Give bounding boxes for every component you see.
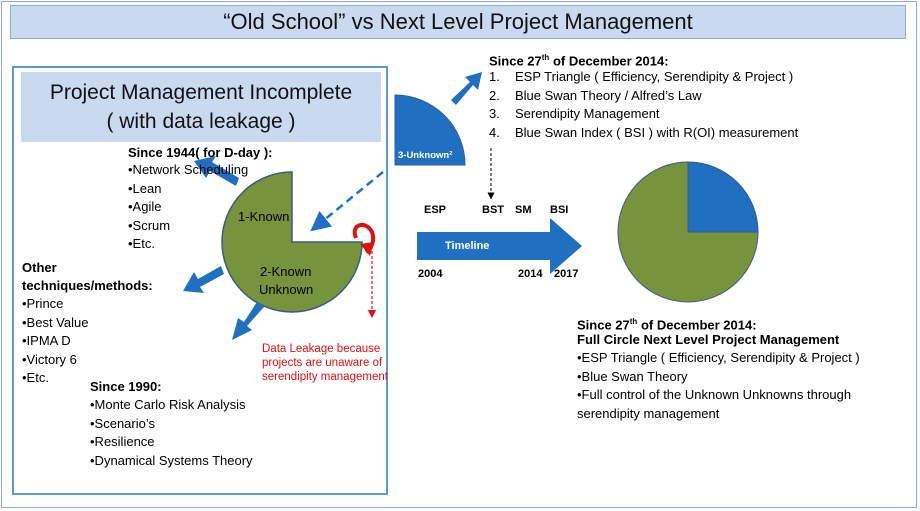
top-right-item-num: 4. bbox=[489, 124, 500, 140]
left-pie-green bbox=[221, 171, 363, 313]
other-item: •Prince bbox=[22, 296, 64, 311]
bottom-right-heading-pre: Since 27 bbox=[577, 317, 630, 333]
bottom-right-subheading: Full Circle Next Level Project Managemen… bbox=[577, 332, 840, 347]
arrow-to-other-techniques bbox=[183, 266, 224, 293]
since1990-list: •Monte Carlo Risk Analysis •Scenario’s •… bbox=[90, 396, 253, 470]
top-right-item-text: Blue Swan Index ( BSI ) with R(OI) measu… bbox=[515, 124, 799, 140]
other-item: •IPMA D bbox=[22, 333, 71, 348]
bottom-right-heading-post: of December 2014: bbox=[637, 317, 757, 333]
arrow-to-since1990 bbox=[232, 302, 264, 340]
slide-title: “Old School” vs Next Level Project Manag… bbox=[10, 5, 906, 39]
top-right-heading-post: of December 2014: bbox=[549, 53, 669, 69]
other-item: •Best Value bbox=[22, 314, 89, 330]
since1990-heading: Since 1990: bbox=[90, 379, 162, 394]
pm-heading-line1: Project Management Incomplete bbox=[49, 81, 353, 104]
arrow-to-top-right bbox=[451, 72, 482, 105]
leakage-curve-arrowhead bbox=[360, 242, 374, 256]
dashed-arrow-quarter-to-pie bbox=[310, 171, 384, 232]
since1944-heading: Since 1944( for D-day ): bbox=[128, 145, 273, 160]
bottom-right-heading: Since 27th of December 2014: bbox=[577, 313, 757, 335]
top-right-item: 1. ESP Triangle ( Efficiency, Serendipity… bbox=[489, 68, 798, 87]
top-right-item: 2. Blue Swan Theory / Alfred’s Law bbox=[489, 87, 798, 106]
pie-label-known: 1-Known bbox=[238, 209, 290, 224]
since1944-item: •Lean bbox=[128, 180, 162, 196]
left-panel bbox=[12, 66, 388, 495]
top-right-item-num: 3. bbox=[489, 106, 500, 121]
timeline-label: Timeline bbox=[445, 240, 490, 252]
timeline-top-label-bst: BST bbox=[482, 204, 504, 216]
quarter-unknown-shape bbox=[394, 94, 466, 166]
top-right-heading-pre: Since 27 bbox=[489, 53, 542, 69]
top-right-item-text: Serendipity Management bbox=[515, 106, 660, 121]
pie-label-known-unknown-2: Unknown bbox=[259, 282, 314, 297]
pie-label-known-unknown-1: 2-Known bbox=[260, 264, 312, 279]
since1944-item: •Etc. bbox=[128, 236, 155, 251]
leakage-text: Data Leakage because projects are unawar… bbox=[262, 342, 388, 384]
arrow-to-since1944 bbox=[194, 156, 239, 186]
top-right-item-num: 2. bbox=[489, 87, 500, 103]
since1990-item: •Resilience bbox=[90, 434, 155, 449]
timeline-top-label-bsi: BSI bbox=[550, 204, 569, 216]
since1944-list: •Network Scheduling •Lean •Agile •Scrum … bbox=[128, 161, 248, 254]
since1990-item: •Monte Carlo Risk Analysis bbox=[90, 397, 246, 412]
top-right-list: 1. ESP Triangle ( Efficiency, Serendipity… bbox=[489, 68, 798, 142]
top-right-heading-sup: th bbox=[541, 53, 550, 62]
timeline-arrow bbox=[417, 218, 582, 274]
top-right-heading: Since 27th of December 2014: bbox=[489, 49, 669, 71]
pm-heading-line2: ( with data leakage ) bbox=[106, 110, 296, 133]
bottom-right-item: •ESP Triangle ( Efficiency, Serendipity … bbox=[577, 350, 860, 365]
quarter-label: 3-Unknown² bbox=[398, 150, 453, 161]
right-pie-blue bbox=[687, 161, 759, 233]
timeline-top-label-sm: SM bbox=[515, 204, 532, 216]
top-right-item-num: 1. bbox=[489, 69, 500, 84]
timeline-year-2004: 2004 bbox=[418, 268, 443, 280]
timeline-year-2017: 2017 bbox=[554, 268, 579, 280]
since1990-item: •Scenario’s bbox=[90, 415, 156, 431]
pm-incomplete-box: Project Management Incomplete ( with dat… bbox=[21, 72, 381, 142]
since1990-item: •Dynamical Systems Theory bbox=[90, 452, 253, 468]
since1944-item: •Scrum bbox=[128, 217, 171, 233]
other-list: •Prince •Best Value •IPMA D •Victory 6 •… bbox=[22, 295, 88, 388]
bottom-right-item: serendipity management bbox=[577, 405, 720, 421]
bottom-right-list: •ESP Triangle ( Efficiency, Serendipity … bbox=[577, 349, 860, 423]
timeline-year-2014: 2014 bbox=[518, 268, 543, 280]
leakage-line: projects are unaware of bbox=[262, 357, 383, 369]
since1944-item: •Network Scheduling bbox=[128, 162, 249, 177]
other-item: •Etc. bbox=[22, 370, 49, 385]
leakage-line: serendipity management bbox=[262, 371, 388, 383]
bottom-right-heading-sup: th bbox=[629, 317, 638, 326]
top-right-item: 4. Blue Swan Index ( BSI ) with R(OI) mea… bbox=[489, 124, 798, 143]
other-item: •Victory 6 bbox=[22, 351, 77, 367]
top-right-item-text: ESP Triangle ( Efficiency, Serendipity &… bbox=[515, 69, 794, 84]
top-right-item-text: Blue Swan Theory / Alfred’s Law bbox=[515, 87, 702, 103]
timeline-top-label-esp: ESP bbox=[424, 204, 447, 216]
bottom-right-item: •Full control of the Unknown Unknowns th… bbox=[577, 387, 852, 402]
other-heading-line2: techniques/methods: bbox=[22, 278, 153, 293]
slide-title-text: “Old School” vs Next Level Project Manag… bbox=[223, 9, 693, 34]
other-heading-line1: Other bbox=[22, 260, 57, 275]
since1944-item: •Agile bbox=[128, 199, 162, 214]
leakage-line: Data Leakage because bbox=[262, 343, 381, 355]
top-right-item: 3. Serendipity Management bbox=[489, 105, 798, 124]
bottom-right-item: •Blue Swan Theory bbox=[577, 368, 688, 384]
